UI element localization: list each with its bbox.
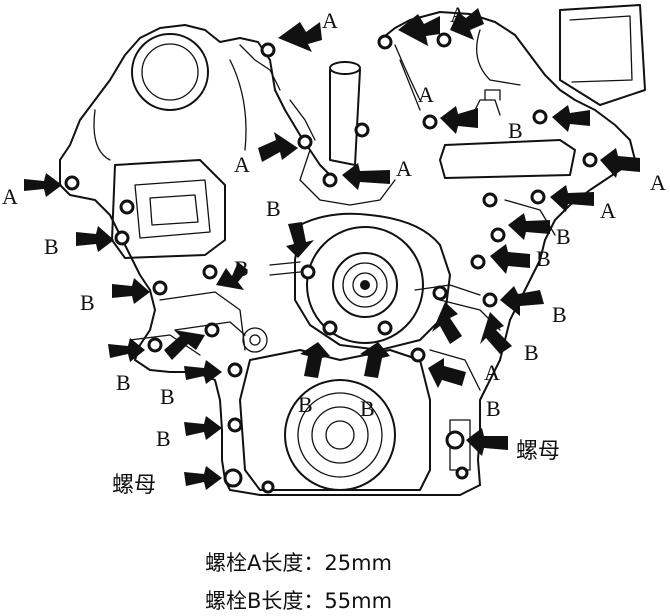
label-b: B [552, 302, 567, 327]
arrow [112, 278, 150, 304]
label-b: B [298, 392, 313, 417]
label-b: B [234, 256, 249, 281]
engine-outline [59, 4, 646, 496]
label-a: A [450, 2, 466, 27]
arrow [108, 338, 145, 362]
arrow [550, 185, 594, 212]
arrow [508, 213, 550, 240]
label-a: A [600, 198, 616, 223]
arrow [342, 163, 390, 190]
caption: 螺栓A长度：25mm 螺栓B长度：55mm [205, 551, 392, 613]
label-b: B [116, 370, 131, 395]
label-b: B [360, 396, 375, 421]
arrow [76, 226, 114, 252]
label-b: B [524, 340, 539, 365]
arrow [184, 416, 222, 440]
arrow [440, 106, 478, 134]
arrow [450, 8, 484, 40]
label-a: A [322, 8, 338, 33]
label-a: A [484, 360, 500, 385]
arrow [216, 262, 248, 290]
label-b: B [486, 396, 501, 421]
label-b: B [80, 290, 95, 315]
arrow [164, 330, 205, 360]
arrow [278, 22, 322, 52]
arrow [398, 14, 440, 46]
label-b: B [160, 384, 175, 409]
label-nut: 螺母 [112, 473, 156, 498]
arrow [428, 358, 466, 388]
label-b: B [156, 426, 171, 451]
arrow [432, 302, 462, 344]
arrow [184, 360, 222, 384]
arrows [24, 8, 640, 490]
label-nut: 螺母 [516, 439, 560, 464]
label-a: A [418, 82, 434, 107]
label-b: B [556, 224, 571, 249]
arrow [258, 132, 298, 162]
caption-line-1: 螺栓A长度：25mm [205, 551, 392, 575]
arrow [184, 466, 222, 490]
arrow [480, 312, 512, 354]
caption-line-2: 螺栓B长度：55mm [205, 589, 392, 613]
arrow [500, 286, 544, 316]
arrow [552, 105, 590, 132]
arrow [466, 428, 508, 456]
label-b: B [536, 246, 551, 271]
arrow [600, 148, 640, 178]
bolt-markers [64, 32, 598, 494]
callout-labels: A A A B A A A A B A B B B B B B B A B B … [2, 2, 666, 498]
arrow [360, 342, 390, 378]
arrow [24, 173, 62, 197]
arrow [286, 222, 314, 258]
arrow [490, 244, 530, 274]
label-a: A [396, 156, 412, 181]
label-b: B [44, 234, 59, 259]
label-a: A [234, 152, 250, 177]
label-b: B [508, 118, 523, 143]
label-b: B [266, 196, 281, 221]
label-a: A [2, 184, 18, 209]
arrow [300, 342, 330, 378]
label-a: A [650, 170, 666, 195]
